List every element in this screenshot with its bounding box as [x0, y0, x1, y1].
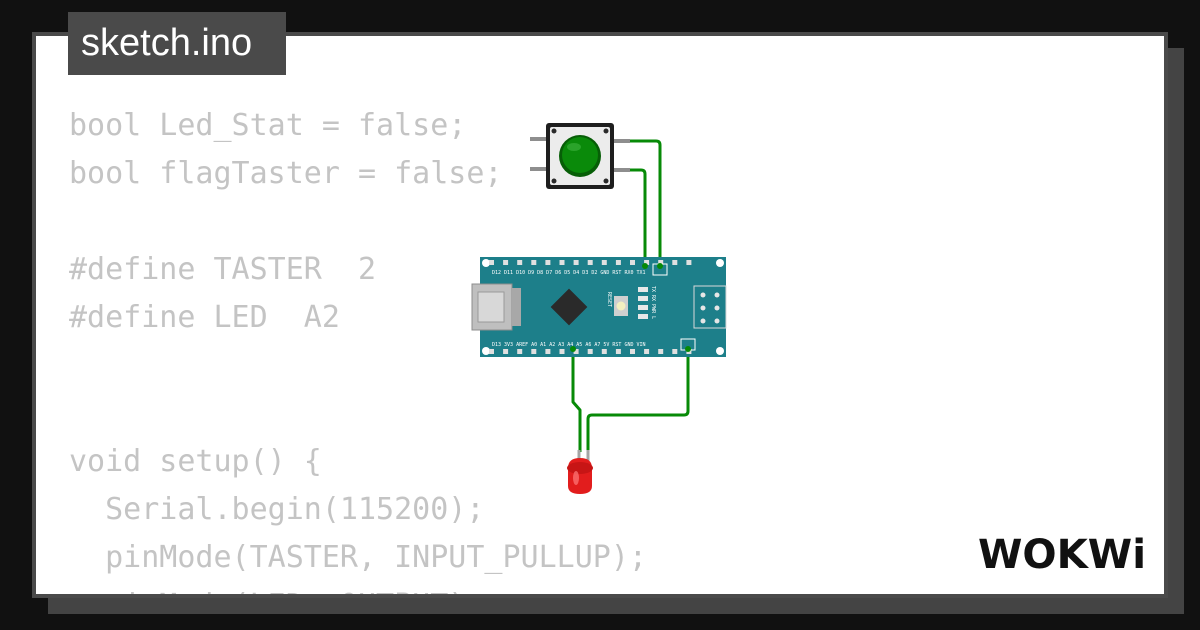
- wire-button-to-d2: [614, 168, 647, 265]
- status-led-tx: [638, 287, 648, 292]
- button-leg: [530, 137, 548, 141]
- wire-joint: [685, 346, 691, 352]
- button-leg: [612, 139, 630, 143]
- header-pin: [686, 260, 692, 265]
- header-pin: [587, 260, 593, 265]
- led-highlight: [573, 471, 579, 485]
- code-line: void setup() {: [69, 444, 322, 479]
- header-pin: [601, 349, 607, 354]
- microcontroller-chip: [550, 288, 588, 326]
- usb-port: [477, 291, 505, 323]
- code-preview: bool Led_Stat = false; bool flagTaster = …: [69, 102, 647, 594]
- button-leg: [612, 168, 630, 172]
- code-line: Serial.begin(115200);: [69, 492, 485, 527]
- header-pin: [517, 260, 523, 265]
- header-pin: [644, 260, 650, 265]
- header-pin: [630, 349, 635, 354]
- red-led[interactable]: [567, 450, 593, 494]
- pushbutton[interactable]: [530, 123, 630, 189]
- button-cap: [562, 137, 598, 173]
- header-pin: [587, 349, 593, 354]
- header-pin: [489, 349, 494, 354]
- status-led-labels: TX RX PWR L: [650, 286, 656, 319]
- bottom-pin-labels: D13 3V3 AREF A0 A1 A2 A3 A4 A5 A6 A7 5V …: [492, 342, 646, 348]
- status-led-rx: [638, 296, 648, 301]
- icsp-pins: [700, 292, 720, 324]
- wokwi-logo: WOKWi: [978, 532, 1146, 578]
- reset-label: RESET: [606, 292, 612, 307]
- header-pin: [672, 260, 678, 265]
- button-screw: [603, 178, 609, 184]
- wire-joint: [642, 263, 648, 269]
- header-pin: [658, 349, 664, 354]
- usb-shell: [512, 288, 521, 326]
- code-line: pinMode(LED, OUTPUT);: [69, 582, 647, 594]
- header-pin: [517, 349, 523, 354]
- button-leg: [530, 167, 548, 171]
- mount-hole: [716, 347, 724, 355]
- button-screw: [603, 128, 609, 134]
- wire-a2-to-led: [571, 350, 582, 452]
- wire-joint: [657, 263, 663, 269]
- icsp-header: [693, 285, 727, 329]
- code-line: bool flagTaster = false;: [69, 156, 503, 191]
- top-pin-labels: D12 D11 D10 D9 D8 D7 D6 D5 D4 D3 D2 GND …: [492, 270, 646, 276]
- header-pin: [615, 349, 621, 354]
- wire-joint: [570, 346, 576, 352]
- header-pin: [573, 349, 579, 354]
- file-name-tab: sketch.ino: [68, 12, 286, 75]
- status-led-l: [638, 314, 648, 319]
- header-pin: [503, 349, 509, 354]
- header-pin: [630, 260, 635, 265]
- button-cap-highlight: [567, 143, 581, 151]
- code-line: #define TASTER 2: [69, 252, 377, 287]
- header-pin: [559, 349, 565, 354]
- button-screw: [551, 178, 557, 184]
- header-pin: [503, 260, 509, 265]
- mount-hole: [716, 259, 724, 267]
- header-pin: [545, 349, 551, 354]
- header-pin: [672, 349, 678, 354]
- bottom-pin-header: [489, 349, 692, 354]
- led-rim: [567, 462, 593, 474]
- header-pin: [658, 260, 664, 265]
- mount-hole: [482, 347, 490, 355]
- header-pin: [489, 260, 494, 265]
- header-pin: [573, 260, 579, 265]
- wire-button-to-gnd: [614, 139, 662, 265]
- wires: [571, 139, 690, 452]
- reset-button[interactable]: [616, 301, 626, 311]
- header-pin: [644, 349, 650, 354]
- wokwi-logo-text: WOKWi: [978, 532, 1146, 578]
- status-led-pwr: [638, 305, 648, 310]
- code-line: #define LED A2: [69, 300, 340, 335]
- top-pin-header: [489, 260, 692, 265]
- button-screw: [551, 128, 557, 134]
- wire-gnd-to-led: [586, 350, 690, 452]
- header-pin: [615, 260, 621, 265]
- header-pin: [601, 260, 607, 265]
- header-pin: [559, 260, 565, 265]
- code-line: bool Led_Stat = false;: [69, 108, 467, 143]
- header-pin: [531, 260, 537, 265]
- code-line: pinMode(TASTER, INPUT_PULLUP);: [69, 540, 647, 575]
- arduino-nano-board[interactable]: D12 D11 D10 D9 D8 D7 D6 D5 D4 D3 D2 GND …: [471, 257, 727, 357]
- header-pin: [531, 349, 537, 354]
- mount-hole: [482, 259, 490, 267]
- header-pin: [545, 260, 551, 265]
